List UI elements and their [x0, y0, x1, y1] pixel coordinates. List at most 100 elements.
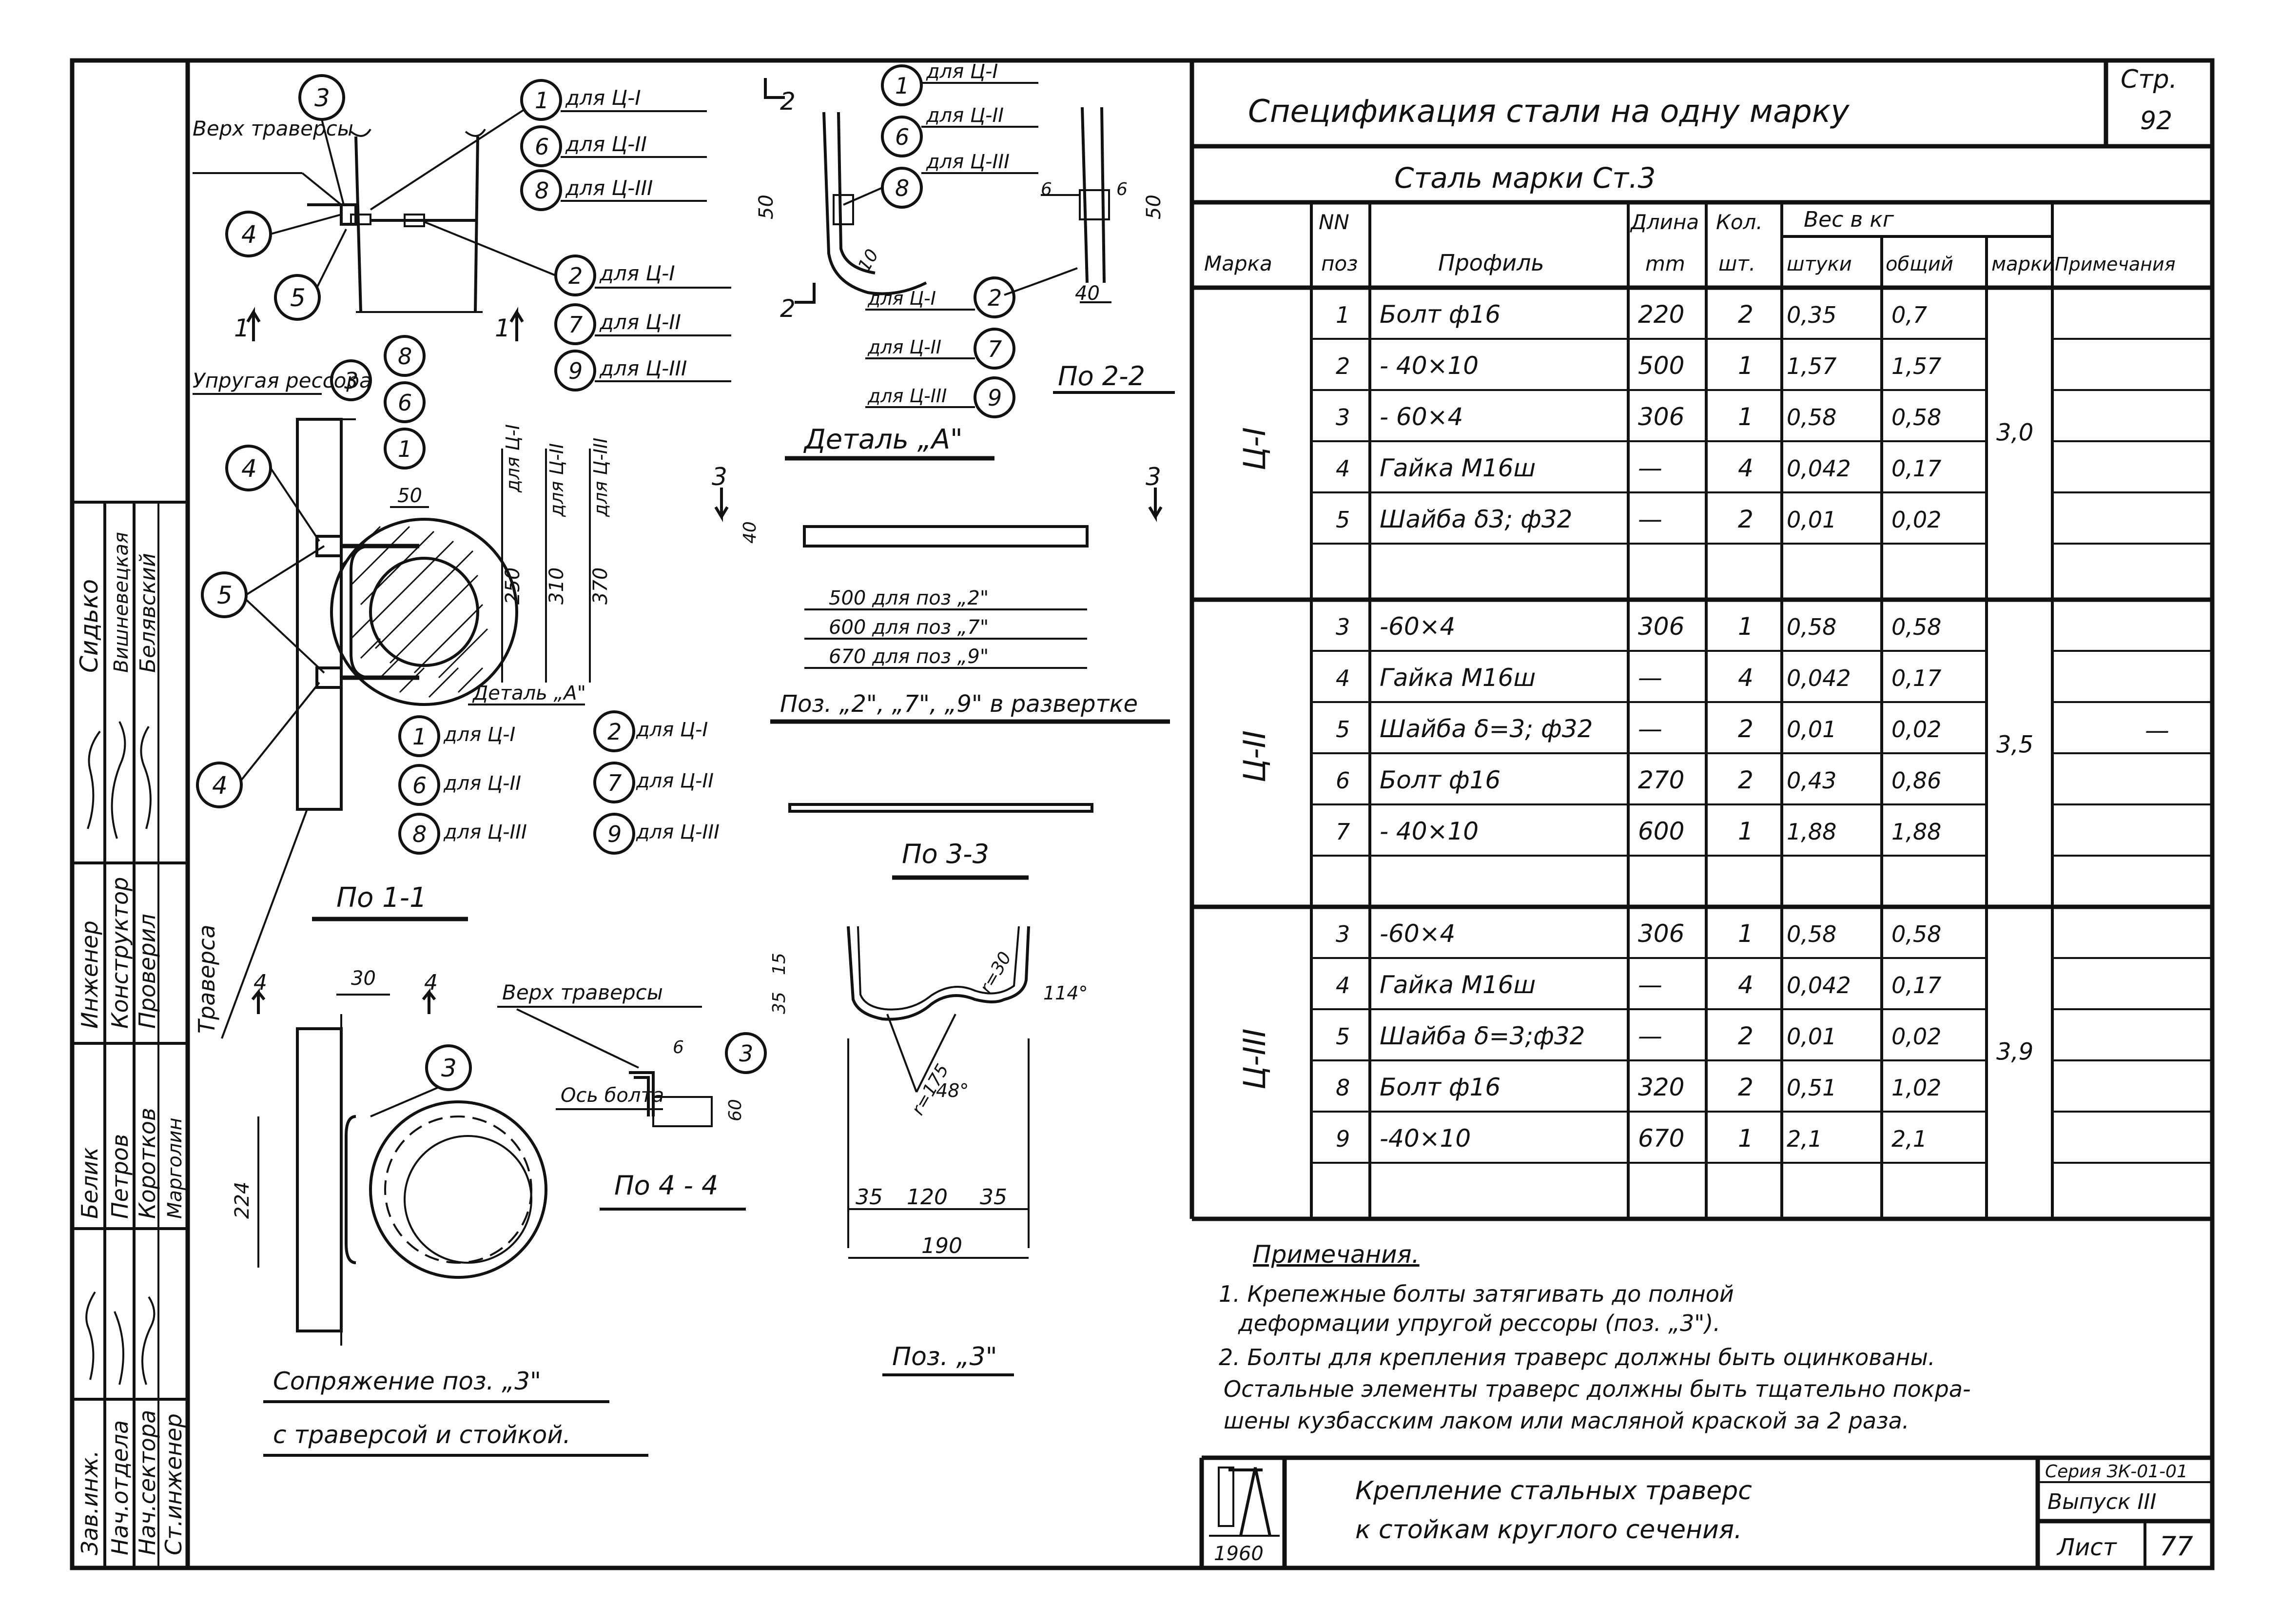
cell-weight-piece: 0,042	[1787, 665, 1851, 691]
cell-pos: 4	[1336, 455, 1350, 482]
svg-text:2: 2	[988, 285, 1002, 311]
cell-weight-total: 2,1	[1891, 1126, 1927, 1152]
connection-title-1: Сопряжение поз. „3"	[273, 1367, 541, 1395]
svg-text:670 для поз „9": 670 для поз „9"	[829, 646, 989, 668]
svg-text:для Ц-III: для Ц-III	[636, 821, 720, 843]
svg-text:48°: 48°	[936, 1080, 969, 1101]
cell-weight-total: 0,58	[1891, 404, 1941, 430]
group-mark: Ц-I	[1237, 427, 1272, 470]
svg-text:60: 60	[725, 1099, 745, 1121]
cell-qty: 1	[1738, 612, 1754, 641]
svg-text:7: 7	[988, 336, 1002, 362]
cell-profile: Шайба δ3; ф32	[1380, 505, 1572, 533]
detail-a-ref: Деталь „А"	[472, 682, 586, 704]
cell-length: —	[1638, 971, 1662, 999]
cell-length: —	[1638, 715, 1662, 743]
cell-qty: 2	[1738, 505, 1754, 533]
cell-length: 306	[1638, 403, 1684, 431]
svg-text:для Ц-II: для Ц-II	[636, 770, 714, 792]
svg-text:10: 10	[854, 246, 882, 275]
svg-text:9: 9	[988, 385, 1002, 411]
svg-text:6: 6	[895, 124, 909, 150]
cell-qty: 1	[1738, 352, 1754, 380]
note-line-5: шены кузбасским лаком или масляной краск…	[1224, 1408, 1909, 1434]
stamp-block: Зав.инж. Нач.отдела Нач.сектора Ст.инжен…	[72, 501, 188, 1568]
svg-text:5: 5	[217, 581, 233, 609]
cell-pos: 4	[1336, 972, 1350, 998]
section-3-3-label: По 3-3	[902, 839, 989, 869]
cell-weight-piece: 0,01	[1787, 507, 1836, 533]
spec-title: Спецификация стали на одну марку	[1248, 94, 1850, 130]
hdr-w-piece: штуки	[1787, 253, 1852, 275]
svg-text:8: 8	[412, 821, 427, 847]
svg-text:4: 4	[424, 970, 438, 995]
series: Серия ЗК-01-01	[2045, 1462, 2188, 1482]
svg-text:3: 3	[441, 1054, 457, 1082]
svg-text:6: 6	[412, 772, 427, 799]
cell-pos: 3	[1336, 921, 1350, 947]
svg-text:для Ц-III: для Ц-III	[565, 176, 653, 200]
hdr-qty: Кол.	[1716, 210, 1763, 234]
cell-weight-piece: 0,042	[1787, 455, 1851, 482]
cell-profile: Болт ф16	[1380, 300, 1501, 329]
cell-qty: 2	[1738, 1073, 1754, 1101]
cell-length: 500	[1638, 352, 1684, 380]
svg-text:6: 6	[1041, 179, 1052, 199]
cell-length: —	[1638, 505, 1662, 533]
svg-text:для Ц-I: для Ц-I	[636, 719, 708, 741]
cell-length: 306	[1638, 612, 1684, 641]
svg-text:3: 3	[314, 84, 330, 112]
group-mark: Ц-II	[1237, 730, 1272, 783]
cell-pos: 1	[1336, 302, 1350, 328]
section-2-2-label: По 2-2	[1058, 361, 1145, 391]
title-line-2: к стойкам круглого сечения.	[1355, 1515, 1742, 1545]
svg-text:6: 6	[398, 390, 412, 416]
svg-text:4: 4	[212, 771, 228, 800]
svg-text:500 для поз „2": 500 для поз „2"	[829, 587, 989, 609]
cell-weight-total: 0,58	[1891, 614, 1941, 640]
svg-text:5: 5	[290, 284, 306, 312]
stamp-name-6: Вишневецкая	[110, 532, 133, 673]
signature	[87, 721, 152, 839]
stamp-name-2: Петров	[107, 1134, 133, 1219]
view-section-4-4: Верх траверсы 6 60 3 Ось болта По 4 - 4	[497, 980, 767, 1211]
cell-weight-total: 0,17	[1891, 455, 1941, 482]
cell-weight-piece: 2,1	[1787, 1126, 1822, 1152]
cell-weight-total: 1,02	[1891, 1075, 1941, 1101]
label-traverse-top: Верх траверсы	[193, 117, 353, 140]
svg-text:Верх траверсы: Верх траверсы	[502, 980, 663, 1004]
cell-weight-piece: 1,88	[1787, 819, 1836, 845]
cell-length: —	[1638, 454, 1662, 482]
stamp-role-7: Проверил	[134, 914, 160, 1029]
section-4-4-label: По 4 - 4	[614, 1170, 718, 1201]
cell-weight-piece: 0,58	[1787, 614, 1836, 640]
cell-weight-piece: 1,57	[1787, 353, 1836, 379]
svg-text:4: 4	[241, 454, 257, 483]
stamp-role-3: Нач.сектора	[134, 1410, 160, 1555]
cell-profile: - 40×10	[1380, 817, 1479, 845]
cell-weight-mark: 3,9	[1996, 1038, 2033, 1066]
cell-profile: Гайка М16ш	[1380, 454, 1536, 482]
cell-pos: 5	[1336, 507, 1350, 533]
cell-profile: Болт ф16	[1380, 1073, 1501, 1101]
note-line-2: деформации упругой рессоры (поз. „3").	[1238, 1310, 1720, 1336]
hdr-length-unit: mm	[1645, 252, 1685, 275]
cell-weight-mark: 3,0	[1996, 419, 2033, 447]
svg-text:310: 310	[546, 567, 568, 605]
svg-text:1: 1	[398, 436, 412, 462]
sheet-frame	[70, 58, 2215, 1570]
svg-text:190: 190	[921, 1233, 962, 1258]
title-block: 1960 Крепление стальных траверс к стойка…	[1199, 1455, 2212, 1568]
spec-header: Спецификация стали на одну марку Стр. 92…	[1192, 60, 2212, 205]
cell-qty: 2	[1738, 766, 1754, 794]
svg-text:8: 8	[535, 177, 549, 204]
cell-weight-piece: 0,01	[1787, 716, 1836, 743]
cell-weight-piece: 0,01	[1787, 1023, 1836, 1050]
cell-length: —	[1638, 1022, 1662, 1050]
cell-profile: Шайба δ=3;ф32	[1380, 1022, 1585, 1050]
svg-text:для Ц-II: для Ц-II	[546, 443, 567, 517]
cell-qty: 1	[1738, 817, 1754, 845]
callouts-top-left: 3 4 5 1 6 8 для Ц-I для Ц-II для Ц-III 2…	[225, 74, 731, 391]
svg-text:2: 2	[568, 263, 583, 289]
cell-profile: -60×4	[1380, 612, 1455, 641]
